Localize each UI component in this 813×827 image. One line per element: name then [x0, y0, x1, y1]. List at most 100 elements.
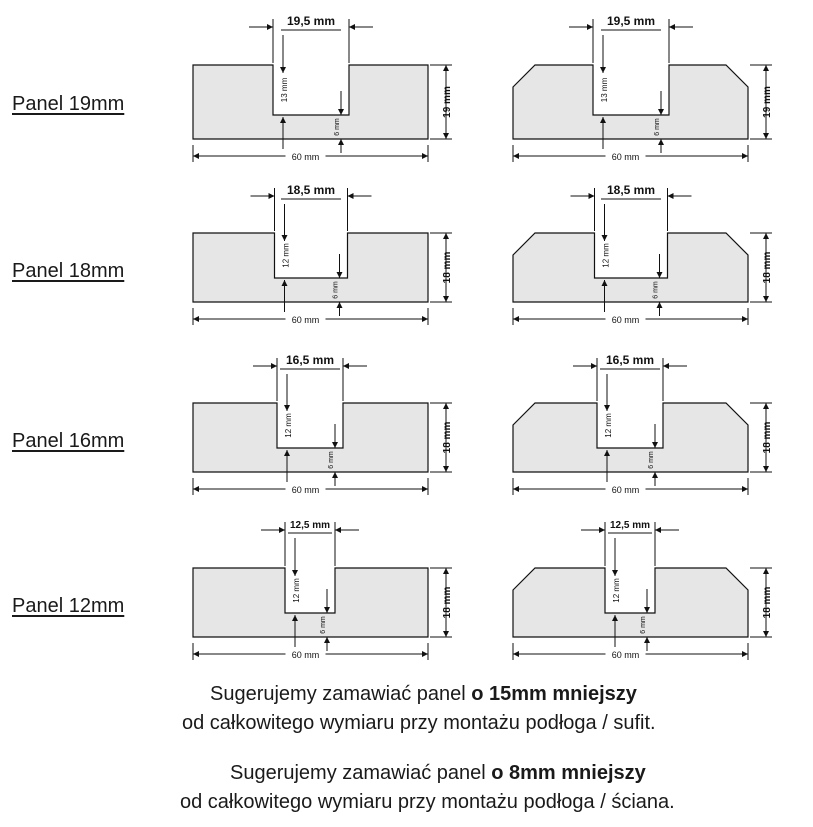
slot-depth-label: 12 mm: [602, 243, 611, 268]
arrow-head: [422, 153, 428, 159]
arrow-head: [268, 193, 275, 199]
arrow-head: [284, 405, 290, 411]
arrow-head: [443, 133, 449, 139]
overall-width-label: 60 mm: [292, 485, 320, 495]
slot-width-label: 12,5 mm: [610, 520, 650, 531]
slot-depth-label: 12 mm: [604, 413, 613, 438]
arrow-head: [422, 486, 428, 492]
arrow-head: [763, 133, 769, 139]
web-thickness-label: 6 mm: [320, 616, 327, 634]
row-label-panel-18: Panel 18mm: [12, 260, 125, 282]
web-thickness-label: 6 mm: [653, 281, 660, 299]
arrow-head: [338, 139, 344, 145]
profile-shape: [512, 567, 749, 638]
arrow-head: [324, 607, 330, 613]
arrow-head: [656, 272, 663, 278]
arrow-head: [604, 450, 610, 456]
arrow-head: [655, 527, 661, 533]
slot-width-label: 19,5 mm: [607, 14, 655, 28]
arrow-head: [332, 442, 338, 448]
arrow-head: [279, 527, 285, 533]
arrow-head: [763, 233, 769, 239]
arrow-head: [280, 67, 286, 73]
slot-width-label: 18,5 mm: [607, 183, 655, 197]
overall-width-label: 60 mm: [292, 315, 320, 325]
arrow-head: [284, 450, 290, 456]
thickness-label: 18 mm: [762, 252, 773, 284]
label-bg: [605, 313, 646, 325]
note-floor-ceiling-line1: Sugerujemy zamawiać panel o 15mm mniejsz…: [210, 683, 637, 706]
arrow-head: [443, 466, 449, 472]
arrow-head: [742, 651, 748, 657]
arrow-head: [591, 363, 597, 369]
arrow-head: [652, 442, 658, 448]
arrow-head: [324, 637, 330, 643]
row-label-panel-12: Panel 12mm: [12, 595, 125, 617]
slot-width-label: 12,5 mm: [290, 520, 330, 531]
overall-width-label: 60 mm: [612, 485, 640, 495]
arrow-head: [667, 193, 674, 199]
profile-shape: [512, 64, 749, 140]
arrow-head: [443, 65, 449, 71]
profile-shape: [192, 567, 429, 638]
arrow-head: [652, 472, 658, 478]
slot-depth-label: 12 mm: [292, 578, 301, 603]
slot-width-label: 18,5 mm: [287, 183, 335, 197]
arrow-head: [336, 272, 343, 278]
arrow-head: [742, 486, 748, 492]
slot-depth-label: 12 mm: [284, 413, 293, 438]
arrow-head: [336, 302, 343, 308]
arrow-head: [281, 280, 288, 286]
arrow-head: [669, 24, 675, 30]
arrow-head: [347, 193, 354, 199]
arrow-head: [612, 615, 618, 621]
arrow-head: [338, 109, 344, 115]
arrow-head: [588, 193, 595, 199]
profile-shape: [192, 64, 429, 140]
web-thickness-label: 6 mm: [334, 118, 341, 136]
arrow-head: [604, 405, 610, 411]
slot-depth-label: 13 mm: [600, 77, 609, 102]
arrow-head: [422, 651, 428, 657]
thickness-label: 18 mm: [442, 252, 453, 284]
arrow-head: [292, 570, 298, 576]
web-thickness-label: 6 mm: [648, 451, 655, 469]
arrow-head: [600, 117, 606, 123]
arrow-head: [513, 651, 519, 657]
arrow-head: [587, 24, 593, 30]
label-bg: [285, 150, 326, 162]
overall-width-label: 60 mm: [612, 650, 640, 660]
slot-depth-label: 12 mm: [282, 243, 291, 268]
slot-depth-label: 12 mm: [612, 578, 621, 603]
arrow-head: [280, 117, 286, 123]
thickness-label: 18 mm: [442, 587, 453, 619]
arrow-head: [763, 296, 769, 302]
arrow-head: [513, 316, 519, 322]
slot-depth-label: 13 mm: [280, 77, 289, 102]
arrow-head: [443, 296, 449, 302]
thickness-label: 18 mm: [762, 422, 773, 454]
arrow-head: [742, 153, 748, 159]
arrow-head: [742, 316, 748, 322]
arrow-head: [763, 65, 769, 71]
web-thickness-label: 6 mm: [654, 118, 661, 136]
note-1-prefix: Sugerujemy zamawiać panel: [210, 683, 472, 705]
arrow-head: [332, 472, 338, 478]
label-bg: [605, 483, 646, 495]
arrow-head: [267, 24, 273, 30]
arrow-head: [193, 651, 199, 657]
note-floor-ceiling-line2: od całkowitego wymiaru przy montażu podł…: [182, 712, 656, 734]
arrow-head: [193, 316, 199, 322]
arrow-head: [343, 363, 349, 369]
arrow-head: [599, 527, 605, 533]
arrow-head: [658, 139, 664, 145]
arrow-head: [271, 363, 277, 369]
